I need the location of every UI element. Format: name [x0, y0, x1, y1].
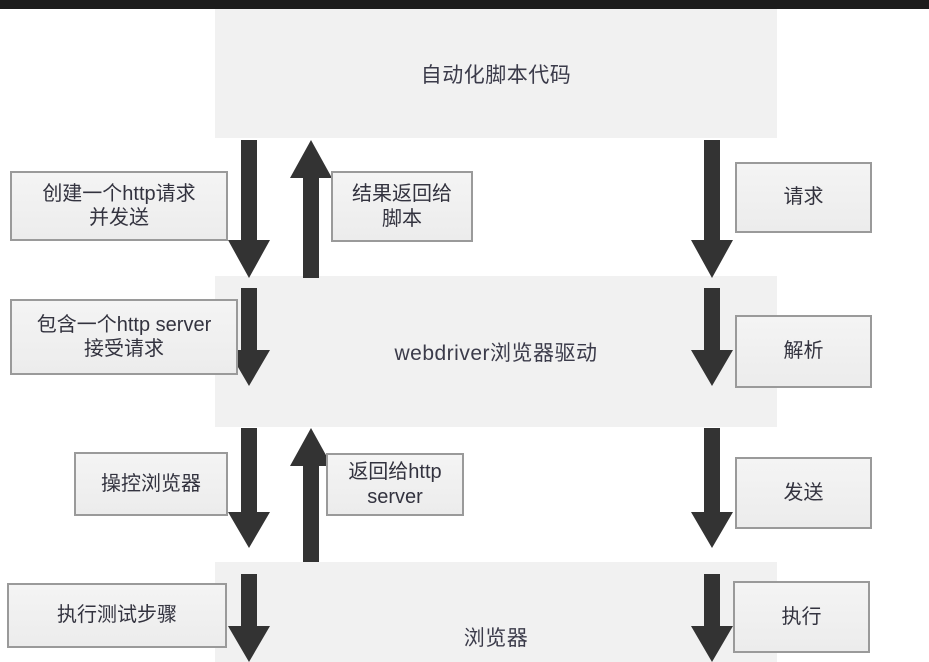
callout-http-server-accept-label: 包含一个http server 接受请求	[36, 313, 212, 360]
arrow-down-browser-inner	[228, 574, 270, 662]
layer-panel-webdriver: webdriver浏览器驱动	[215, 276, 777, 427]
arrow-down-request	[691, 140, 733, 278]
callout-http-server-accept[interactable]: 包含一个http server 接受请求	[10, 299, 238, 375]
layer-label-browser: 浏览器	[463, 627, 529, 650]
layer-panel-script: 自动化脚本代码	[215, 9, 777, 138]
arrow-up-browser-to-webdriver	[290, 428, 332, 562]
arrow-up-webdriver-to-script	[290, 140, 332, 278]
callout-control-browser-label: 操控浏览器	[101, 472, 201, 495]
callout-result-to-script[interactable]: 结果返回给 脚本	[331, 171, 473, 242]
arrow-down-webdriver-inner	[228, 288, 270, 386]
callout-create-http-request[interactable]: 创建一个http请求 并发送	[10, 171, 228, 241]
callout-request[interactable]: 请求	[735, 162, 872, 233]
arrow-down-webdriver-to-browser	[228, 428, 270, 548]
callout-execute-label: 执行	[781, 605, 822, 628]
layer-label-script: 自动化脚本代码	[420, 63, 572, 87]
callout-control-browser[interactable]: 操控浏览器	[74, 452, 228, 516]
callout-create-http-request-label: 创建一个http请求 并发送	[42, 182, 196, 229]
layer-panel-browser: 浏览器	[215, 562, 777, 662]
arrow-down-script-to-webdriver	[228, 140, 270, 278]
callout-result-to-script-label: 结果返回给 脚本	[352, 183, 452, 230]
top-dark-band	[0, 0, 929, 9]
arrow-down-parse	[691, 288, 733, 386]
callout-send[interactable]: 发送	[735, 457, 872, 529]
callout-request-label: 请求	[783, 186, 824, 209]
callout-parse[interactable]: 解析	[735, 315, 872, 388]
arrow-down-send	[691, 428, 733, 548]
callout-execute[interactable]: 执行	[733, 581, 870, 653]
callout-return-to-http-server-label: 返回给http server	[348, 461, 442, 508]
callout-run-test-steps-label: 执行测试步骤	[57, 604, 177, 627]
callout-parse-label: 解析	[783, 340, 824, 363]
layer-label-webdriver: webdriver浏览器驱动	[394, 341, 598, 365]
arrow-down-execute	[691, 574, 733, 662]
callout-run-test-steps[interactable]: 执行测试步骤	[7, 583, 227, 648]
callout-return-to-http-server[interactable]: 返回给http server	[326, 453, 464, 516]
callout-send-label: 发送	[783, 481, 824, 504]
